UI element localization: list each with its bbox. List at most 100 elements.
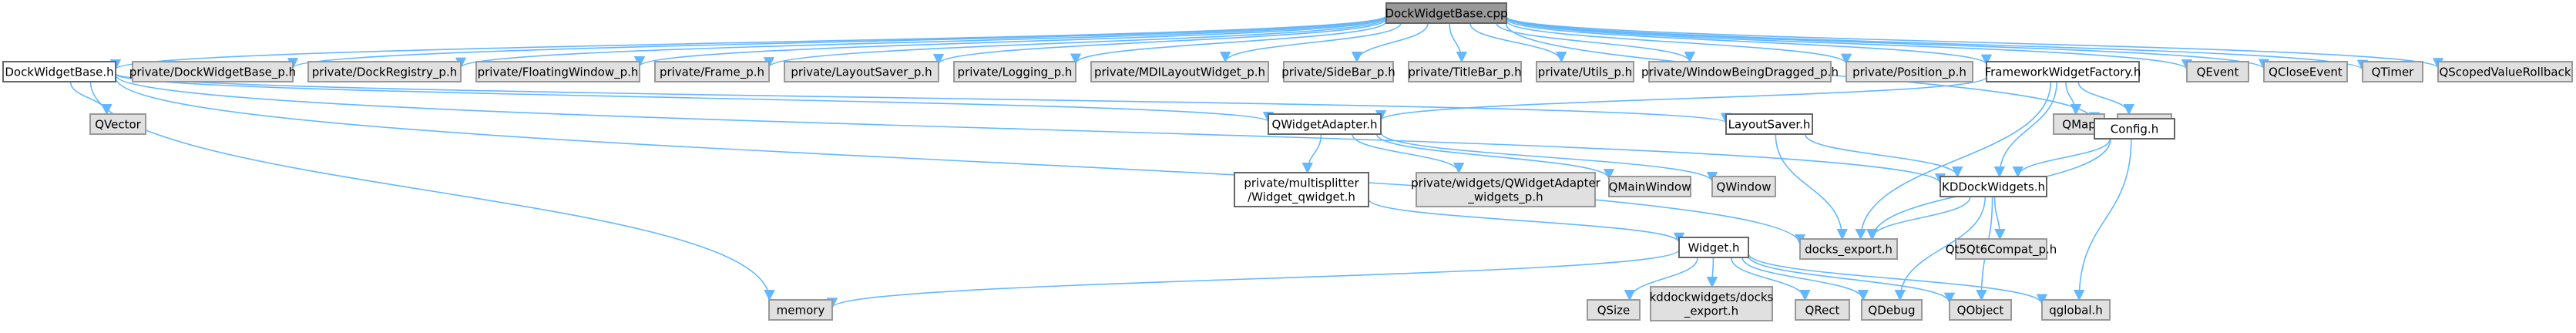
edge-root-to-qsvr	[1506, 15, 2443, 69]
edge-widget-to-qsize	[1624, 257, 1698, 301]
edge-widget-to-memory	[827, 249, 1680, 309]
edge-kdd-to-docks	[1866, 196, 1971, 240]
node-qsvr: QScopedValueRollback	[2437, 61, 2573, 82]
node-label-qobject: QObject	[1957, 304, 2004, 318]
edge-qwa-to-qwin	[1380, 132, 1718, 183]
node-config[interactable]: Config.h	[2094, 118, 2175, 140]
node-p_wbd: private/WindowBeingDragged_p.h	[1641, 61, 1839, 82]
node-box-p_reg	[307, 61, 462, 82]
edge-fwf-to-kdd	[1993, 81, 2057, 178]
edge-dwb-to-docks	[115, 77, 1805, 246]
node-msw[interactable]: private/multisplitter/Widget_qwidget.h	[1234, 172, 1369, 207]
node-label-qclose: QCloseEvent	[2269, 66, 2343, 79]
node-label-memory: memory	[777, 304, 825, 318]
edge-fwf-to-docks	[1855, 81, 2052, 240]
edge-config-to-kdd	[2012, 138, 2111, 178]
node-box-qdebug	[1861, 299, 1923, 321]
node-widget[interactable]: Widget.h	[1678, 237, 1749, 258]
node-label-qglobal: qglobal.h	[2049, 304, 2103, 318]
node-qwa[interactable]: QWidgetAdapter.h	[1268, 113, 1382, 135]
node-box-memory	[768, 299, 833, 321]
node-label-msw-1: /Widget_qwidget.h	[1248, 190, 1355, 205]
edge-dwb-to-ls	[115, 72, 1731, 124]
node-label-msw-0: private/multisplitter	[1244, 177, 1359, 190]
node-qclose: QCloseEvent	[2263, 61, 2348, 82]
edge-qwa-to-qmw	[1375, 133, 1615, 180]
node-box-qwin	[1711, 176, 1776, 197]
edge-widget-to-kddocks	[1706, 257, 1718, 288]
edge-root-to-dwb	[110, 15, 1387, 71]
edge-root-to-p_mdi	[1220, 22, 1402, 63]
node-fwf[interactable]: FrameworkWidgetFactory.h	[1985, 61, 2141, 82]
node-label-p_fw: private/FloatingWindow_p.h	[478, 66, 639, 80]
edge-dwb-to-qvector	[69, 81, 113, 116]
node-box-qtimer	[2362, 61, 2423, 82]
node-label-p_wbd: private/WindowBeingDragged_p.h	[1641, 66, 1839, 80]
node-label-qrect: QRect	[1805, 304, 1840, 318]
node-label-qtimer: QTimer	[2372, 66, 2415, 79]
node-label-qt5: Qt5Qt6Compat_p.h	[1946, 243, 2057, 257]
node-box-qobject	[1949, 299, 2012, 321]
node-box-msw	[1234, 172, 1369, 207]
node-qglobal: qglobal.h	[2041, 299, 2111, 321]
node-box-p_fw	[475, 61, 640, 82]
node-p_tb: private/TitleBar_p.h	[1408, 61, 1522, 82]
node-ls[interactable]: LayoutSaver.h	[1725, 113, 1813, 135]
edge-ls-to-kdd	[1804, 133, 1963, 178]
edge-root-to-p_dwb	[287, 15, 1387, 69]
edge-kdd-to-qt5	[1993, 196, 2006, 240]
edge-widget-to-qglobal	[1748, 253, 2048, 305]
node-p_sb: private/SideBar_p.h	[1281, 61, 1395, 82]
node-root[interactable]: DockWidgetBase.cpp	[1385, 2, 1508, 24]
node-box-fwf	[1986, 61, 2140, 82]
node-box-kdd	[1940, 176, 2047, 197]
edge-fwf-to-utility	[2077, 81, 2134, 116]
node-box-p_dwb	[132, 61, 294, 82]
node-label-qmw: QMainWindow	[1609, 180, 1691, 194]
edge-root-to-p_log	[1070, 21, 1387, 65]
node-memory: memory	[768, 299, 833, 321]
node-label-qsvr: QScopedValueRollback	[2439, 66, 2571, 79]
node-docks: docks_export.h	[1799, 238, 1898, 260]
node-kdd[interactable]: KDDockWidgets.h	[1940, 176, 2047, 197]
node-qvector: QVector	[89, 113, 146, 135]
node-box-root	[1385, 2, 1507, 24]
edge-fwf-to-qwa	[1375, 76, 1987, 122]
node-kddocks: kddockwidgets/docks_export.h	[1650, 286, 1774, 321]
node-box-pwq	[1416, 172, 1596, 207]
node-box-qmw	[1608, 176, 1691, 197]
node-qt5: Qt5Qt6Compat_p.h	[1946, 238, 2057, 260]
node-label-qsize: QSize	[1597, 304, 1631, 318]
node-dwb[interactable]: DockWidgetBase.h	[2, 61, 116, 82]
node-label-qdebug: QDebug	[1868, 304, 1915, 318]
node-label-p_ls: private/LayoutSaver_p.h	[791, 66, 932, 80]
edge-root-to-p_ls	[933, 18, 1387, 66]
node-qwin: QWindow	[1711, 176, 1776, 197]
node-label-kddocks-0: kddockwidgets/docks	[1650, 291, 1774, 304]
node-box-kddocks	[1650, 286, 1773, 321]
node-label-config: Config.h	[2111, 123, 2158, 136]
edge-fwf-to-qmap	[2065, 81, 2082, 116]
node-label-kdd: KDDockWidgets.h	[1942, 180, 2045, 194]
node-label-pwq-0: private/widgets/QWidgetAdapter	[1411, 177, 1601, 190]
node-p_ls: private/LayoutSaver_p.h	[784, 61, 939, 82]
node-label-root: DockWidgetBase.cpp	[1385, 7, 1507, 21]
node-label-p_pos: private/Position_p.h	[1852, 66, 1966, 80]
node-box-qevent	[2186, 61, 2249, 82]
node-p_pos: private/Position_p.h	[1846, 61, 1973, 82]
node-box-p_tb	[1408, 61, 1522, 82]
edge-kdd-to-qdebug	[1894, 196, 1987, 301]
node-box-qrect	[1795, 299, 1850, 321]
node-box-ls	[1725, 113, 1813, 135]
node-label-fwf: FrameworkWidgetFactory.h	[1985, 66, 2141, 79]
node-label-widget: Widget.h	[1688, 241, 1739, 255]
node-box-p_frame	[654, 61, 770, 82]
edge-root-to-p_frame	[764, 17, 1387, 69]
node-p_mdi: private/MDILayoutWidget_p.h	[1090, 61, 1269, 82]
node-qrect: QRect	[1795, 299, 1850, 321]
node-box-p_log	[953, 61, 1076, 82]
node-box-qvector	[89, 113, 146, 135]
node-label-p_dwb: private/DockWidgetBase_p.h	[129, 66, 296, 80]
node-label-pwq-1: _widgets_p.h	[1467, 190, 1543, 205]
